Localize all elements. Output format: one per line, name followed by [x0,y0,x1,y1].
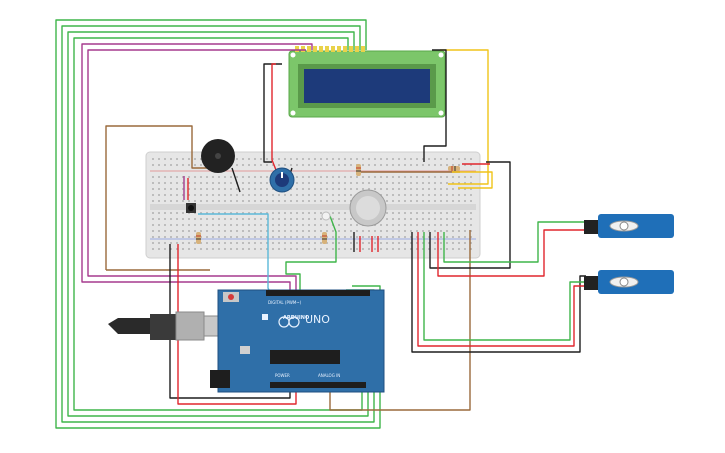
analog-pins-label: ANALOG IN [318,373,341,378]
servo-2 [584,270,674,294]
piezo-buzzer [201,139,235,173]
breadboard [145,151,481,259]
power-pins-label: POWER [275,373,290,378]
digital-pins-label: DIGITAL (PWM~) [268,300,302,305]
servo-1 [584,214,674,238]
usb-cable [108,311,223,341]
arduino-uno [210,289,385,393]
resistor-4 [448,166,460,171]
potentiometer [269,167,295,193]
led [321,211,331,221]
board-model-label: UNO [305,313,330,326]
lcd-display [288,46,446,118]
resistors [196,164,460,244]
resistor-2 [322,232,327,244]
pushbutton [186,203,196,213]
resistor-1 [196,232,201,244]
gas-sensor [349,189,387,227]
arduino-brand-label: ARDUINO [283,315,310,321]
resistor-3 [356,164,361,176]
